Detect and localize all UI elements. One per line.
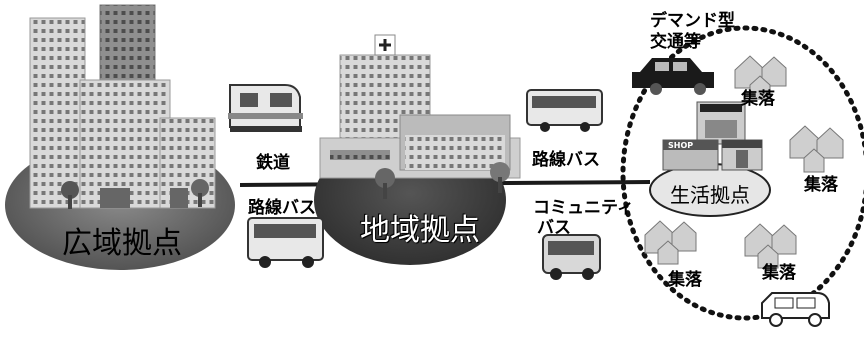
house-cluster-icon — [789, 125, 844, 173]
bus-icon — [526, 89, 603, 132]
tree-icon — [375, 162, 510, 199]
settlement-label: 集落 — [762, 263, 796, 283]
demand-transport-label-line2: 交通等 — [650, 32, 701, 52]
railway-label: 鉄道 — [256, 153, 290, 173]
community-bus-icon — [542, 234, 601, 280]
train-icon — [228, 84, 303, 132]
living-area-dotted-circle — [620, 25, 864, 321]
route-bus-label-right: 路線バス — [532, 150, 600, 170]
hospital-building-icon — [319, 34, 521, 179]
tree-icon — [61, 179, 209, 209]
demand-transport-label-line1: デマンド型 — [650, 11, 735, 31]
community-bus-label-line2: バス — [537, 218, 571, 238]
route-bus-label-left: 路線バス — [248, 198, 316, 218]
house-cluster-icon — [644, 220, 697, 265]
regional-hub-label: 地域拠点 — [360, 213, 480, 248]
community-bus-label-line1: コミュニティ — [533, 198, 634, 218]
living-hub-label: 生活拠点 — [670, 183, 750, 207]
settlement-label: 集落 — [668, 270, 702, 290]
van-icon — [761, 292, 830, 327]
house-cluster-icon — [744, 223, 797, 269]
settlement-label: 集落 — [804, 175, 838, 195]
house-cluster-icon — [734, 55, 787, 100]
wide-area-hub-label: 広域拠点 — [62, 226, 182, 261]
wide-area-buildings — [29, 4, 216, 209]
settlement-label: 集落 — [741, 89, 775, 109]
shop-sign: SHOP — [668, 141, 694, 150]
taxi-icon — [632, 58, 714, 95]
shop-icon — [662, 101, 763, 171]
bus-icon — [247, 217, 324, 268]
